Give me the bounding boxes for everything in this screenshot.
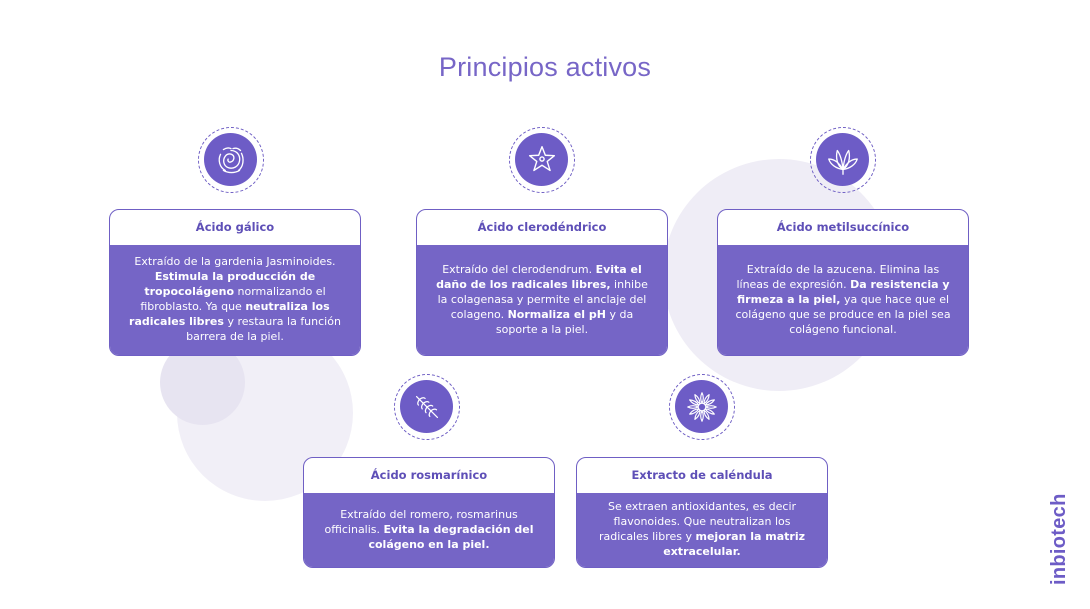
card-title: Extracto de caléndula [631,468,773,482]
highlighted-text: Evita la degradación del colágeno en la … [368,522,534,551]
card-description: Extraído del romero, rosmarinus officina… [304,493,554,567]
card-acido-rosmarinico: Ácido rosmarínico Extraído del romero, r… [303,457,555,568]
description-text: y restaura la función barrera de la piel… [186,315,341,343]
gardenia-flower-icon [204,133,257,186]
card-description-text: Extraído del clerodendrum. Evita el daño… [433,262,651,337]
description-text: Se extraen antioxidantes, es decir flavo… [598,500,797,543]
description-text: Extraído del romero, rosmarinus officina… [324,507,518,536]
card-description: Extraído de la azucena. Elimina las líne… [718,245,968,355]
card-description: Se extraen antioxidantes, es decir flavo… [577,493,827,567]
icon-badge-rosemary [394,374,460,440]
highlighted-text: Da resistencia y firmeza a la piel, [736,277,950,306]
highlighted-text: Normaliza el pH [507,307,606,321]
highlighted-text: Evita el daño de los radicales libres, [436,262,642,291]
description-text: ya que hace que el colágeno que se produ… [735,292,951,336]
description-text: normalizando el fibroblasto. Ya que [140,285,326,313]
brand-logo: inbiotech [1048,493,1070,585]
card-description: Extraído del clerodendrum. Evita el daño… [417,245,667,355]
card-acido-galico: Ácido gálico Extraído de la gardenia Jas… [109,209,361,356]
card-acido-clerodendrico: Ácido clerodéndrico Extraído del clerode… [416,209,668,356]
description-text: Extraído de la gardenia Jasminoides. [134,255,336,268]
page-title: Principios activos [438,52,652,82]
card-title: Ácido metilsuccínico [776,220,910,234]
card-description-text: Extraído del romero, rosmarinus officina… [320,507,538,552]
rosemary-sprig-icon [400,380,453,433]
highlighted-text: mejoran la matriz extracelular. [663,530,806,558]
icon-badge-calendula [669,374,735,440]
card-extracto-calendula: Extracto de caléndula Se extraen antioxi… [576,457,828,568]
card-title: Ácido rosmarínico [370,468,488,482]
calendula-flower-icon [675,380,728,433]
starfish-flower-icon [515,133,568,186]
icon-badge-starfish [509,127,575,193]
description-text: Extraído del clerodendrum. [442,262,596,276]
description-text: Extraído de la azucena. Elimina las líne… [736,262,940,291]
icon-badge-lily [810,127,876,193]
description-text: inhibe la colagenasa y permite el anclaj… [437,277,648,321]
card-acido-metilsuccinico: Ácido metilsuccínico Extraído de la azuc… [717,209,969,356]
card-description: Extraído de la gardenia Jasminoides. Est… [110,245,360,355]
card-description-text: Extraído de la gardenia Jasminoides. Est… [126,254,344,344]
highlighted-text: neutraliza los radicales libres [129,300,330,328]
card-title: Ácido clerodéndrico [477,220,607,234]
card-description-text: Se extraen antioxidantes, es decir flavo… [593,499,811,559]
description-text: y da soporte a la piel. [495,307,634,336]
icon-badge-gardenia [198,127,264,193]
highlighted-text: Estimula la producción de tropocolágeno [144,270,316,298]
card-title: Ácido gálico [195,220,275,234]
lily-flower-icon [816,133,869,186]
card-description-text: Extraído de la azucena. Elimina las líne… [734,262,952,337]
